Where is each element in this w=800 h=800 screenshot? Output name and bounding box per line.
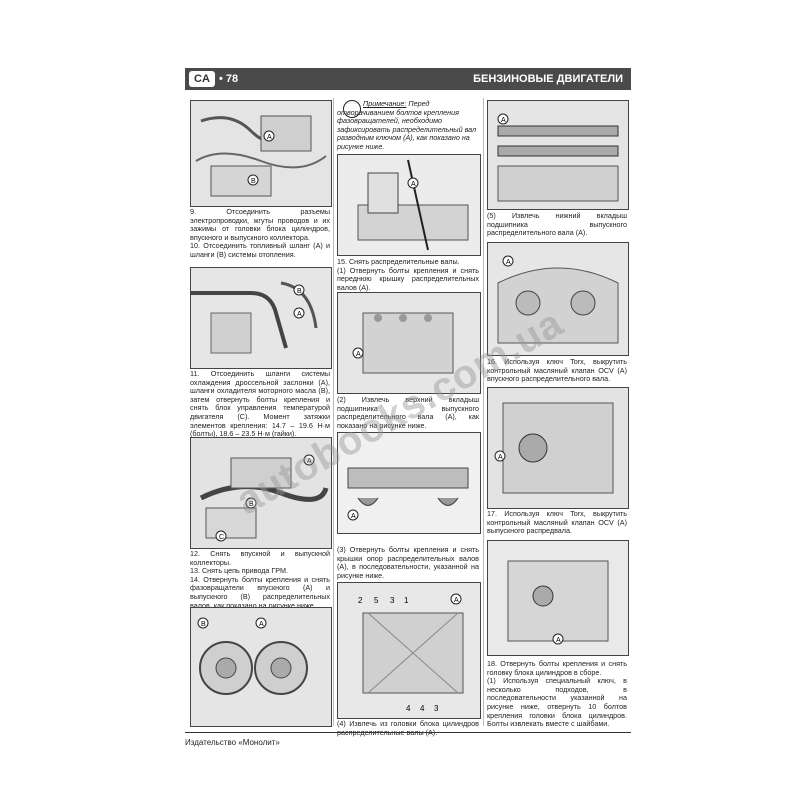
text-step-15-5: (5) Извлечь нижний вкладыш подшипника вы… xyxy=(487,211,627,238)
svg-text:C: C xyxy=(219,534,224,541)
step-15-2: (2) Извлечь верхний вкладыш подшипника в… xyxy=(337,395,479,430)
section-title: БЕНЗИНОВЫЕ ДВИГАТЕЛИ xyxy=(473,73,623,85)
step-14: 14. Отвернуть болты крепления и снять фа… xyxy=(190,574,330,610)
step-11: 11. Отсоединить шланги системы охлаждени… xyxy=(190,369,330,439)
figure-front-cover: A xyxy=(337,292,481,394)
page-header: CA • 78 БЕНЗИНОВЫЕ ДВИГАТЕЛИ xyxy=(185,68,631,90)
manual-page: CA • 78 БЕНЗИНОВЫЕ ДВИГАТЕЛИ A B 9. Отсо… xyxy=(185,62,631,752)
svg-text:3: 3 xyxy=(390,596,395,605)
step-15: 15. Снять распределительные валы. xyxy=(337,257,460,266)
step-15-1: (1) Отвернуть болты крепления и снять пе… xyxy=(337,265,479,292)
step-10: 10. Отсоединить топливный шланг (A) и шл… xyxy=(190,241,330,259)
svg-text:A: A xyxy=(307,458,312,465)
svg-text:A: A xyxy=(501,117,506,124)
svg-text:A: A xyxy=(259,621,264,628)
column-divider xyxy=(483,98,484,726)
note-text: Перед отворачиванием болтов крепления фа… xyxy=(337,99,477,151)
figure-ocv-intake: A xyxy=(487,387,629,509)
figure-fuel-hose: B A xyxy=(190,267,332,369)
figure-upper-bearing: A xyxy=(337,432,481,534)
svg-text:3: 3 xyxy=(434,704,439,713)
figure-bearing-caps: 2 5 3 1 4 4 3 A xyxy=(337,582,481,719)
figure-ocv-exhaust: A xyxy=(487,540,629,656)
svg-text:A: A xyxy=(351,513,356,520)
publisher-badge: CA xyxy=(189,71,215,87)
note-title: Примечание: xyxy=(363,99,407,108)
text-step-15: 15. Снять распределительные валы. (1) От… xyxy=(337,257,479,292)
step-15-4: (4) Извлечь из головки блока цилиндров р… xyxy=(337,719,479,737)
svg-text:B: B xyxy=(249,501,254,508)
note-block: Примечание: Перед отворачиванием болтов … xyxy=(337,99,479,152)
text-step-12: 12. Снять впускной и выпускной коллектор… xyxy=(190,549,330,610)
svg-text:B: B xyxy=(201,621,206,628)
svg-text:A: A xyxy=(556,637,561,644)
warning-icon xyxy=(343,100,361,118)
step-16: 16. Используя ключ Torx, выкрутить контр… xyxy=(487,357,627,384)
svg-text:1: 1 xyxy=(404,596,409,605)
svg-text:A: A xyxy=(356,351,361,358)
step-18-1: (1) Используя специальный ключ, в нескол… xyxy=(487,676,627,729)
step-9: 9. Отсоединить разъемы электропроводки, … xyxy=(190,207,330,242)
text-step-17: 17. Используя ключ Torx, выкрутить контр… xyxy=(487,509,627,536)
text-step-15-2: (2) Извлечь верхний вкладыш подшипника в… xyxy=(337,395,479,430)
publisher-footer: Издательство «Монолит» xyxy=(185,738,280,747)
text-step-9: 9. Отсоединить разъемы электропроводки, … xyxy=(190,207,330,260)
svg-text:B: B xyxy=(297,288,302,295)
column-divider xyxy=(333,98,334,726)
svg-text:A: A xyxy=(411,181,416,188)
figure-wiring: A B xyxy=(190,100,332,207)
figure-phasers: B A xyxy=(190,607,332,727)
text-step-11: 11. Отсоединить шланги системы охлаждени… xyxy=(190,369,330,439)
step-15-3: (3) Отвернуть болты крепления и снять кр… xyxy=(337,545,479,580)
step-18: 18. Отвернуть болты крепления и снять го… xyxy=(487,659,627,677)
step-15-5: (5) Извлечь нижний вкладыш подшипника вы… xyxy=(487,211,627,238)
svg-text:5: 5 xyxy=(374,596,379,605)
step-17: 17. Используя ключ Torx, выкрутить контр… xyxy=(487,509,627,536)
svg-text:A: A xyxy=(297,311,302,318)
text-step-16: 16. Используя ключ Torx, выкрутить контр… xyxy=(487,357,627,384)
svg-text:B: B xyxy=(251,178,256,185)
footer-rule xyxy=(185,732,631,733)
text-step-15-4: (4) Извлечь из головки блока цилиндров р… xyxy=(337,719,479,737)
svg-text:2: 2 xyxy=(358,596,363,605)
text-step-18: 18. Отвернуть болты крепления и снять го… xyxy=(487,659,627,729)
svg-text:4: 4 xyxy=(420,704,425,713)
figure-camshaft-lock: A xyxy=(337,154,481,256)
page-number: • 78 xyxy=(219,73,239,85)
step-13: 13. Снять цепь привода ГРМ. xyxy=(190,566,288,576)
figure-coolant-hoses: A B C xyxy=(190,437,332,549)
svg-text:A: A xyxy=(454,597,459,604)
svg-text:4: 4 xyxy=(406,704,411,713)
svg-text:A: A xyxy=(267,134,272,141)
svg-text:A: A xyxy=(498,454,503,461)
svg-text:A: A xyxy=(506,259,511,266)
figure-camshafts: A xyxy=(487,100,629,210)
text-step-15-3: (3) Отвернуть болты крепления и снять кр… xyxy=(337,545,479,580)
step-12: 12. Снять впускной и выпускной коллектор… xyxy=(190,549,330,567)
figure-lower-bearing: A xyxy=(487,242,629,356)
